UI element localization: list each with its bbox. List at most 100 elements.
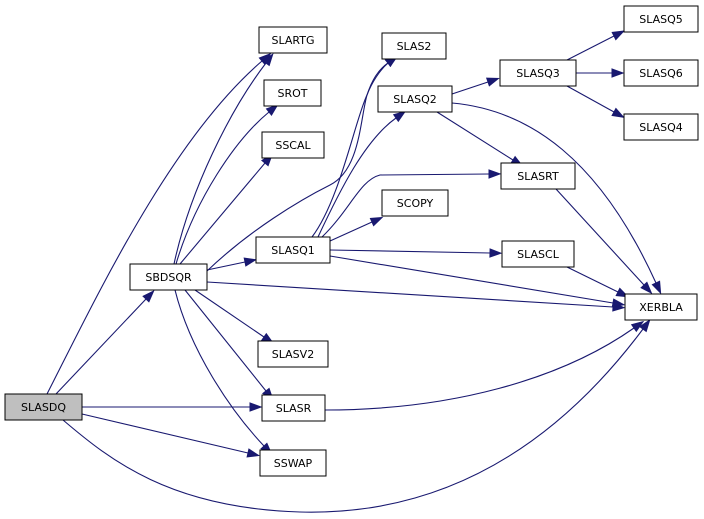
edge-arrowhead: [369, 216, 384, 227]
node-box[interactable]: [381, 32, 447, 60]
node-slartg[interactable]: SLARTG: [258, 26, 328, 54]
edge-arrowhead: [611, 68, 625, 78]
edge-sbdsqr-to-slasq1: [206, 257, 258, 271]
edge-arrowhead: [142, 289, 155, 303]
edge-line: [206, 62, 389, 272]
node-slasq2[interactable]: SLASQ2: [377, 85, 453, 113]
edge-arrowhead: [265, 104, 279, 116]
node-slasrt[interactable]: SLASRT: [500, 162, 576, 190]
edge-line: [184, 289, 267, 392]
node-sbdsqr[interactable]: SBDSQR: [129, 263, 208, 291]
node-box[interactable]: [259, 449, 327, 477]
edge-arrowhead: [261, 53, 274, 67]
node-box[interactable]: [261, 131, 325, 159]
edge-line: [555, 188, 645, 286]
edge-slasdq-to-sswap: [81, 413, 261, 458]
edge-slasq1-to-xerbla: [329, 255, 626, 308]
node-box[interactable]: [624, 293, 698, 321]
node-xerbla[interactable]: XERBLA: [624, 293, 698, 321]
node-box[interactable]: [623, 5, 699, 33]
edge-line: [62, 328, 644, 513]
edge-line: [566, 85, 615, 113]
node-slasq6[interactable]: SLASQ6: [623, 59, 699, 87]
edge-line: [451, 81, 489, 95]
edge-arrowhead: [485, 77, 500, 87]
edge-line: [46, 60, 263, 395]
node-box[interactable]: [623, 113, 699, 141]
edge-slasq3-to-slasq6: [576, 68, 625, 78]
edge-arrowhead: [249, 402, 263, 412]
edge-sbdsqr-to-xerbla: [206, 281, 626, 312]
edge-line: [436, 111, 514, 161]
edge-slasq1-to-scopy: [329, 216, 384, 242]
node-slasq3[interactable]: SLASQ3: [499, 59, 577, 87]
node-box[interactable]: [499, 59, 577, 87]
edge-slasq3-to-slasq4: [566, 85, 625, 119]
node-box[interactable]: [623, 59, 699, 87]
edge-layer: [46, 30, 662, 513]
node-box[interactable]: [257, 340, 329, 368]
node-slascl[interactable]: SLASCL: [501, 240, 575, 268]
node-box[interactable]: [501, 240, 575, 268]
edge-slasdq-to-slartg: [46, 52, 272, 395]
node-box[interactable]: [261, 394, 326, 422]
edge-slasdq-to-sbdsqr: [55, 289, 155, 395]
node-box[interactable]: [377, 85, 453, 113]
node-scopy[interactable]: SCOPY: [381, 189, 449, 217]
edge-arrowhead: [640, 281, 653, 295]
node-layer: SLASDQSBDSQRSLARTGSROTSSCALSLASQ1SLASV2S…: [4, 5, 699, 477]
edge-arrowhead: [638, 319, 651, 333]
edge-arrowhead: [392, 110, 407, 123]
edge-arrowhead: [243, 257, 258, 267]
edge-line: [317, 117, 397, 238]
node-box[interactable]: [129, 263, 208, 291]
node-box[interactable]: [500, 162, 576, 190]
edge-slascl-to-xerbla: [566, 266, 630, 298]
edge-line: [173, 62, 267, 265]
node-box[interactable]: [255, 236, 331, 264]
edge-line: [566, 266, 619, 293]
edge-arrowhead: [651, 280, 662, 295]
edge-arrowhead: [611, 30, 626, 41]
edge-line: [81, 413, 249, 454]
edge-line: [329, 255, 614, 304]
edge-line: [206, 281, 614, 308]
edge-arrowhead: [246, 448, 261, 458]
edge-slasq2-to-xerbla: [451, 102, 662, 295]
edge-line: [206, 261, 246, 271]
node-slasv2[interactable]: SLASV2: [257, 340, 329, 368]
edge-line: [175, 111, 270, 265]
node-box[interactable]: [263, 79, 322, 107]
node-box[interactable]: [381, 189, 449, 217]
edge-arrowhead: [489, 248, 503, 258]
node-sscal[interactable]: SSCAL: [261, 131, 325, 159]
node-srot[interactable]: SROT: [263, 79, 322, 107]
node-slas2[interactable]: SLAS2: [381, 32, 447, 60]
node-slasq5[interactable]: SLASQ5: [623, 5, 699, 33]
edge-line: [329, 249, 491, 254]
node-sswap[interactable]: SSWAP: [259, 449, 327, 477]
node-slasq4[interactable]: SLASQ4: [623, 113, 699, 141]
edge-sbdsqr-to-srot: [175, 104, 279, 265]
edge-slasr-to-xerbla: [324, 320, 645, 411]
edge-line: [311, 62, 389, 238]
edge-line: [194, 289, 265, 338]
edge-arrowhead: [611, 107, 625, 119]
edge-slasq1-to-slasq2: [317, 110, 407, 238]
edge-arrowhead: [630, 320, 645, 333]
edge-sbdsqr-to-slartg: [173, 53, 274, 265]
edge-slasq1-to-slasrt: [321, 169, 502, 238]
node-box[interactable]: [258, 26, 328, 54]
edge-line: [174, 289, 265, 447]
node-slasq1[interactable]: SLASQ1: [255, 236, 331, 264]
edge-line: [451, 102, 657, 284]
edge-line: [55, 298, 147, 395]
node-slasdq[interactable]: SLASDQ: [4, 393, 83, 421]
edge-arrowhead: [611, 298, 626, 308]
edge-slasq2-to-slasq3: [451, 77, 500, 95]
node-box[interactable]: [4, 393, 83, 421]
edge-line: [329, 221, 373, 242]
edge-slasq1-to-slascl: [329, 248, 503, 258]
node-slasr[interactable]: SLASR: [261, 394, 326, 422]
